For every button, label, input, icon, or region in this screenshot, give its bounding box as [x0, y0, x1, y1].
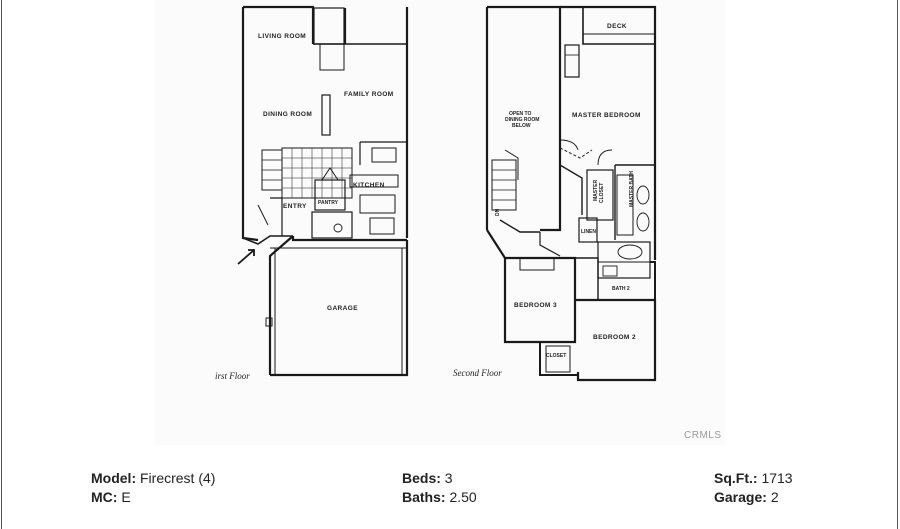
baths-row: Baths: 2.50 — [402, 488, 477, 507]
bedroom-2-label: BEDROOM 2 — [593, 334, 636, 341]
master-bath-label: MASTER BATH — [629, 171, 635, 207]
garage-value: 2 — [770, 489, 779, 505]
open-to-below-line2: DINING ROOM — [505, 117, 539, 123]
first-floor-plan — [237, 5, 409, 377]
baths-label: Baths: — [402, 489, 446, 505]
floor-plan-drawing: LIVING ROOM DINING ROOM FAMILY ROOM KITC… — [215, 5, 657, 382]
beds-label: Beds: — [402, 470, 441, 486]
mc-value: E — [121, 489, 131, 505]
closet-label: CLOSET — [546, 353, 566, 359]
family-room-label: FAMILY ROOM — [344, 91, 394, 98]
open-to-below-line1: OPEN TO — [509, 111, 532, 117]
master-bedroom-label: MASTER BEDROOM — [572, 112, 641, 119]
second-floor-caption: Second Floor — [453, 368, 502, 378]
kitchen-label: KITCHEN — [353, 182, 385, 189]
model-row: Model: Firecrest (4) — [91, 469, 215, 488]
pantry-label: PANTRY — [318, 200, 339, 206]
details-column-left: Model: Firecrest (4) MC: E — [91, 469, 215, 507]
bedroom-3-label: BEDROOM 3 — [514, 302, 557, 309]
crmls-watermark: CRMLS — [684, 430, 722, 441]
mc-label: MC: — [91, 489, 118, 505]
beds-value: 3 — [444, 470, 453, 486]
baths-value: 2.50 — [449, 489, 477, 505]
living-room-label: LIVING ROOM — [258, 33, 306, 40]
sqft-value: 1713 — [761, 470, 793, 486]
beds-row: Beds: 3 — [402, 469, 477, 488]
details-column-right: Sq.Ft.: 1713 Garage: 2 — [714, 469, 793, 507]
details-column-middle: Beds: 3 Baths: 2.50 — [402, 469, 477, 507]
garage-row: Garage: 2 — [714, 488, 793, 507]
stair-down-label: DN — [495, 208, 501, 216]
sqft-label: Sq.Ft.: — [714, 470, 758, 486]
sqft-row: Sq.Ft.: 1713 — [714, 469, 793, 488]
dining-room-label: DINING ROOM — [263, 111, 312, 118]
garage-label-detail: Garage: — [714, 489, 767, 505]
second-floor-plan — [485, 5, 657, 382]
entry-label: ENTRY — [283, 203, 307, 210]
model-value: Firecrest (4) — [140, 470, 216, 486]
first-floor-caption: irst Floor — [215, 371, 250, 381]
deck-label: DECK — [607, 23, 627, 30]
model-label: Model: — [91, 470, 137, 486]
garage-label: GARAGE — [327, 305, 358, 312]
mc-row: MC: E — [91, 488, 215, 507]
master-closet-label-1: MASTER — [593, 180, 599, 202]
master-closet-label-2: CLOSET — [599, 183, 605, 203]
open-to-below-line3: BELOW — [512, 123, 531, 129]
bath-2-label: BATH 2 — [612, 286, 630, 292]
floor-plan-background — [155, 0, 725, 445]
linen-label: LINEN — [581, 229, 596, 235]
